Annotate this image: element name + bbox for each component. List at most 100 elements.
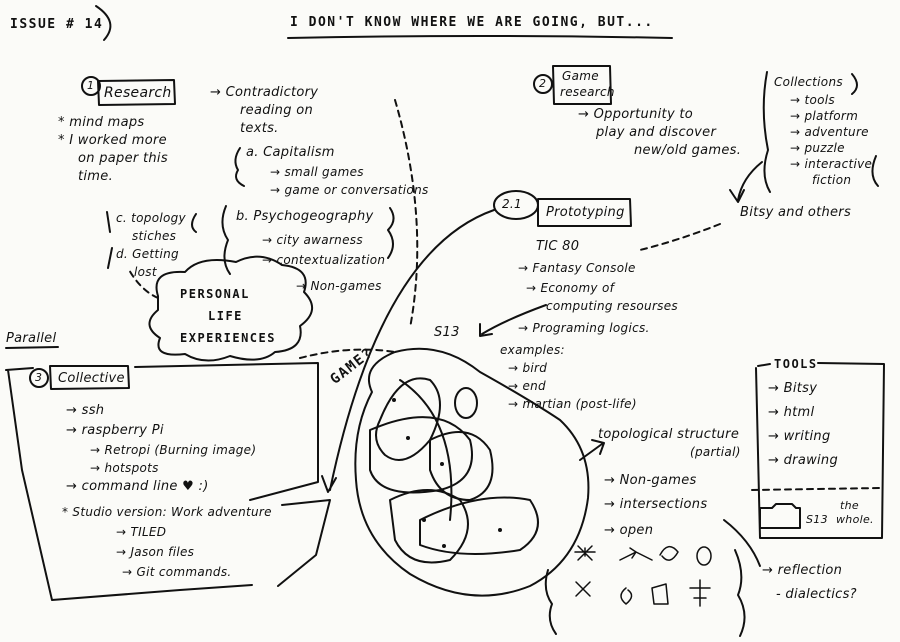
arrow-proto-to-collective xyxy=(321,209,495,493)
s13-loop-2 xyxy=(369,416,473,494)
topology-brace xyxy=(106,211,197,269)
psychogeography-item: → contextualization xyxy=(262,253,386,267)
folder-icon xyxy=(759,503,801,529)
arrow-dashed-bitsy xyxy=(639,223,721,251)
example-item: → bird xyxy=(508,361,548,375)
folder-label: S13 xyxy=(806,513,828,526)
collective-item: * Studio version: Work adventure xyxy=(62,505,272,519)
arrow-dashed-tools xyxy=(751,487,881,491)
topology-text: lost xyxy=(134,265,157,279)
research-box xyxy=(97,79,176,106)
parallel-label: Parallel xyxy=(6,331,57,346)
collective-number: 3 xyxy=(35,371,43,384)
research-number: 1 xyxy=(87,79,95,92)
psycho-brace xyxy=(221,205,395,275)
bitsy-label: Bitsy and others xyxy=(740,205,852,220)
prototyping-item: computing resourses xyxy=(546,299,678,313)
tools-item: → writing xyxy=(768,429,831,444)
doodle-2 xyxy=(619,547,653,561)
research-bullet: * mind maps xyxy=(58,115,145,130)
game-research-label: research xyxy=(560,85,615,99)
s13-loop-4 xyxy=(389,489,469,564)
arrow-dashed-research xyxy=(394,99,419,329)
s13-label: S13 xyxy=(434,325,460,340)
center-item: → Non-games xyxy=(604,473,697,488)
s13-dots xyxy=(392,398,502,548)
game-research-text: play and discover xyxy=(596,125,717,140)
contradictory-text: reading on xyxy=(240,103,313,118)
collections-heading: Collections xyxy=(774,75,843,89)
collective-item: → Retropi (Burning image) xyxy=(90,443,257,457)
whole-label: whole. xyxy=(836,513,874,526)
collections-item: fiction xyxy=(812,173,852,187)
s13-loop-3 xyxy=(429,431,494,501)
examples-label: examples: xyxy=(500,343,565,357)
prototyping-number: 2.1 xyxy=(502,197,522,211)
arrow-dashed-collective xyxy=(299,348,396,359)
collective-box xyxy=(49,365,130,390)
title-underline xyxy=(287,35,673,39)
topology-text: c. topology xyxy=(116,211,186,225)
s13-loop-5 xyxy=(419,496,539,555)
psychogeography-item: → city awarness xyxy=(262,233,363,247)
research-label: Research xyxy=(104,85,172,101)
game-research-box xyxy=(552,65,612,105)
game-research-number-circle xyxy=(533,74,553,94)
research-bullet: * I worked more xyxy=(58,133,167,148)
collective-border-right xyxy=(277,499,331,587)
doodle-4 xyxy=(696,546,712,566)
research-bullet-line: on paper this xyxy=(78,151,168,166)
collective-item: → raspberry Pi xyxy=(66,423,164,438)
s13-blob xyxy=(354,347,590,597)
research-number-circle xyxy=(81,76,101,96)
collections-item: → puzzle xyxy=(790,141,845,155)
page-title: I DON'T KNOW WHERE WE ARE GOING, BUT... xyxy=(290,15,654,30)
arrow-tic-to-s13 xyxy=(479,304,547,337)
tools-item: → Bitsy xyxy=(768,381,818,396)
doodle-5 xyxy=(575,581,591,597)
personal-text: EXPERIENCES xyxy=(180,331,276,345)
collections-item: → adventure xyxy=(790,125,869,139)
research-bullet-line: time. xyxy=(78,169,114,184)
collective-number-circle xyxy=(29,368,49,388)
capitalism-brace xyxy=(234,147,245,187)
collective-item: → Jason files xyxy=(116,545,195,559)
prototyping-item: → Economy of xyxy=(526,281,615,295)
collective-label: Collective xyxy=(58,371,125,386)
prototyping-item: → Programing logics. xyxy=(518,321,650,335)
example-item: → end xyxy=(508,379,546,393)
center-item: → intersections xyxy=(604,497,708,512)
tic80-label: TIC 80 xyxy=(536,239,580,254)
personal-cloud xyxy=(148,255,313,362)
collective-item: → hotspots xyxy=(90,461,159,475)
collections-item: → tools xyxy=(790,93,835,107)
tools-title: TOOLS xyxy=(774,357,818,371)
collective-item: → command line ♥ :) xyxy=(66,479,209,494)
contradictory-text: texts. xyxy=(240,121,279,136)
game-research-text: new/old games. xyxy=(634,143,742,158)
center-item: → open xyxy=(604,523,654,538)
game-research-text: → Opportunity to xyxy=(578,107,694,122)
psychogeography-heading: b. Psychogeography xyxy=(236,209,374,224)
example-item: → martian (post-life) xyxy=(508,397,637,411)
doodle-6 xyxy=(620,587,633,605)
collections-item: → interactive xyxy=(790,157,873,171)
capitalism-heading: a. Capitalism xyxy=(246,145,335,160)
issue-label: ISSUE # 14 xyxy=(10,17,104,32)
topological-label: topological structure xyxy=(598,427,740,442)
reflection-label: → reflection xyxy=(762,563,843,578)
collections-item: → platform xyxy=(790,109,859,123)
prototyping-box xyxy=(537,198,632,227)
issue-bracket xyxy=(95,5,112,41)
capitalism-item: → small games xyxy=(270,165,364,179)
doodle-border xyxy=(544,549,746,637)
s13-small-circle xyxy=(454,387,478,419)
capitalism-item: → game or conversations xyxy=(270,183,429,197)
prototyping-item: → Fantasy Console xyxy=(518,261,636,275)
doodle-8 xyxy=(689,579,711,607)
collective-border xyxy=(5,362,319,601)
collections-braces xyxy=(762,71,879,193)
collective-item: → Git commands. xyxy=(122,565,232,579)
